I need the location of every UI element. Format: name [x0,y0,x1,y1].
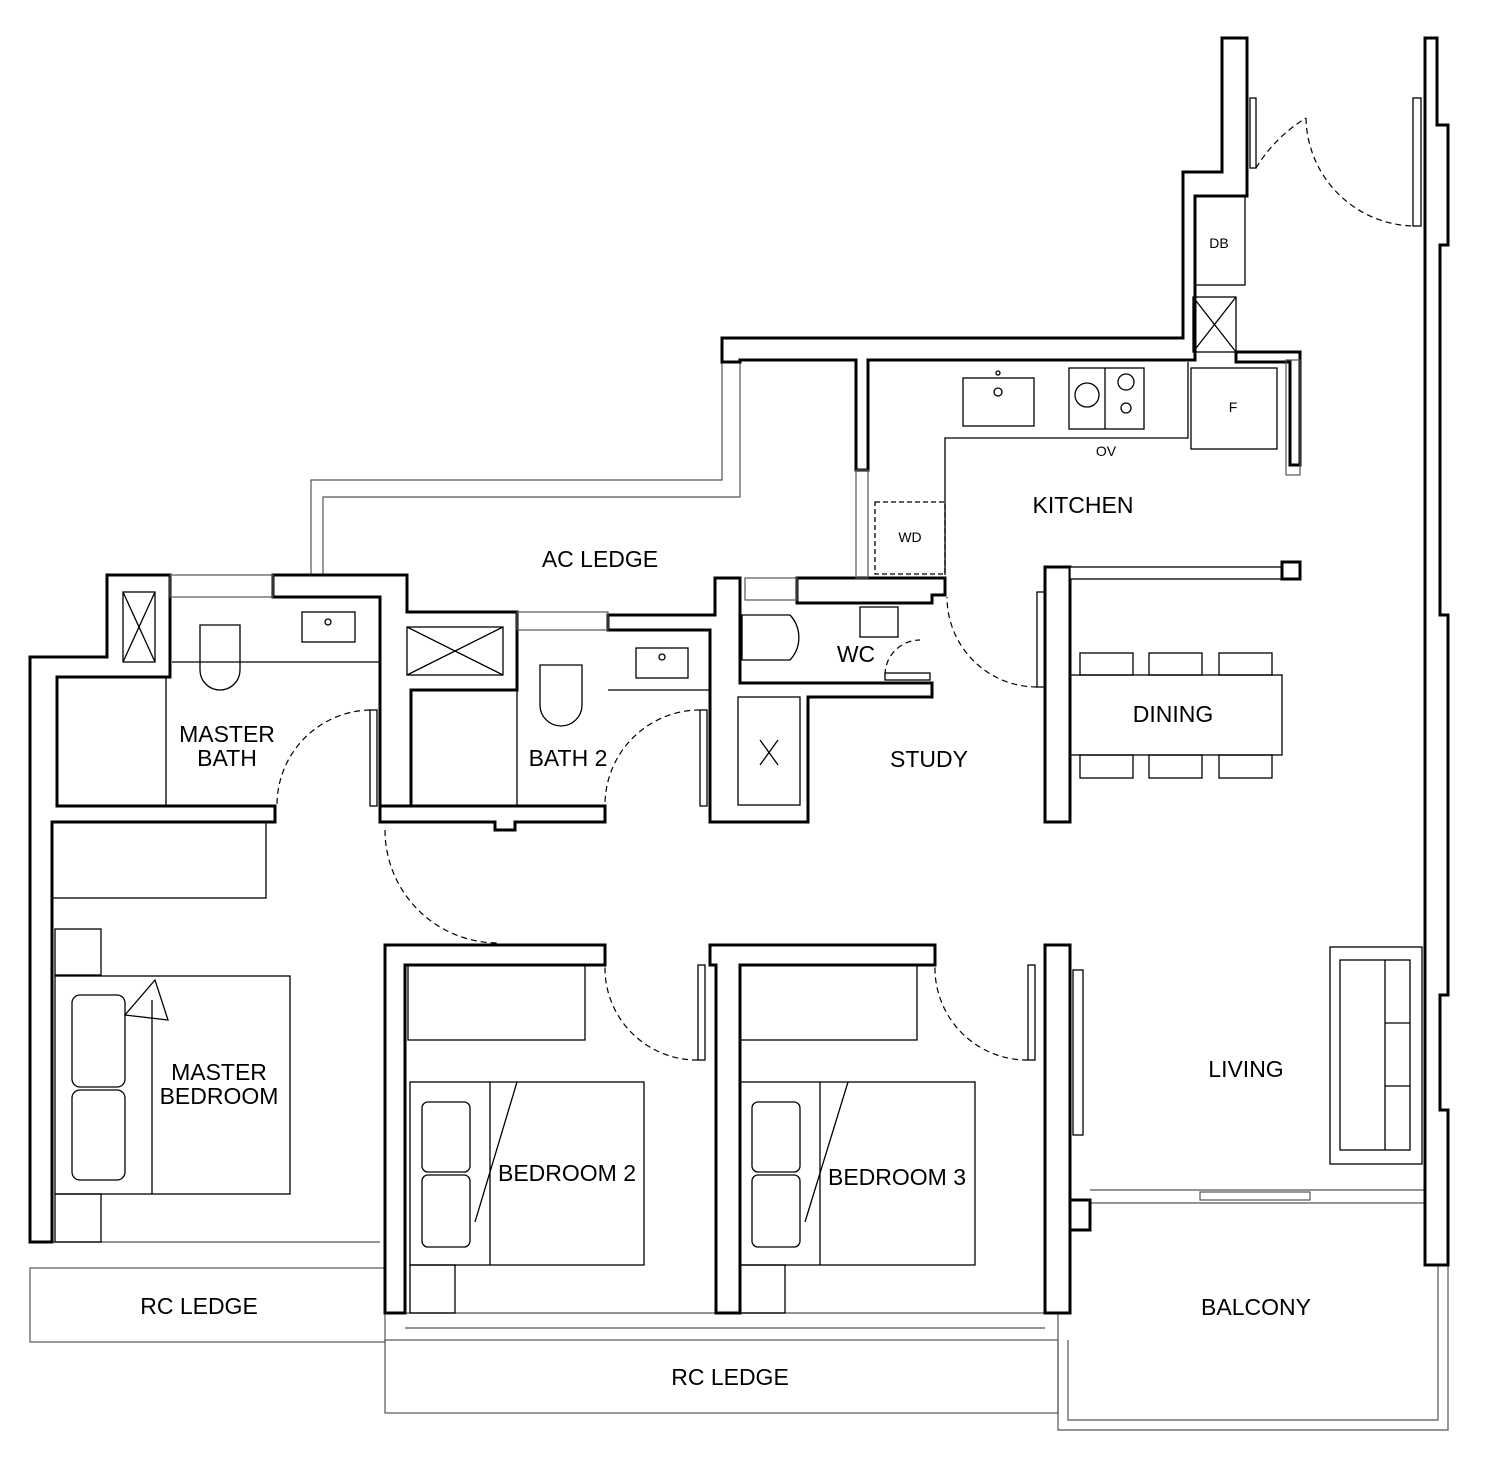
label-master-bath-line2: BATH [197,745,257,771]
label-kitchen: KITCHEN [1033,492,1134,518]
label-bedroom2: BEDROOM 2 [498,1160,636,1186]
windows [169,359,1301,631]
wall-exterior-right [1423,36,1450,1267]
dining-set [1069,652,1283,779]
label-balcony: BALCONY [1201,1294,1311,1320]
label-fridge: F [1229,399,1238,415]
label-ac-ledge: AC LEDGE [542,546,658,572]
kitchen-counter [874,195,1278,575]
wall-dining [1043,565,1072,824]
wall-living-pillar [1068,1198,1092,1232]
wall-bedroom2 [383,943,607,1315]
label-wd: WD [898,529,921,545]
wall-wc-top [795,576,947,605]
label-ov: OV [1096,443,1117,459]
label-dining: DINING [1133,701,1214,727]
wall-master-left [28,573,277,1244]
balcony-outline [1057,1189,1449,1431]
wall-bath2-bottom [378,804,607,832]
label-study: STUDY [890,746,968,772]
label-bath2: BATH 2 [529,745,608,771]
db-box [1194,195,1246,286]
wall-entrance-kitchen-top [720,36,1249,472]
label-master-bedroom-line2: BEDROOM [160,1083,279,1109]
label-db: DB [1209,235,1228,251]
bedroom-furniture [51,821,976,1314]
wall-living-left [1043,943,1072,1315]
dining-window-frame [1069,566,1286,580]
label-rc-ledge-bottom: RC LEDGE [671,1364,789,1390]
ac-ledge-outline [310,362,741,575]
label-master-bath-line1: MASTER [179,721,275,747]
dining-window-end [1280,560,1302,581]
wall-master-bath-right [271,573,519,808]
walls [28,36,1450,1315]
wall-kitchen-right [1234,350,1302,467]
sofa [1329,946,1423,1165]
kitchen-sink [962,377,1035,427]
label-master-bedroom-line1: MASTER [171,1059,267,1085]
fridge [1190,367,1278,450]
doors [276,97,1422,1136]
bathroom-fixtures [122,591,899,806]
stove [1068,367,1145,430]
label-bedroom3: BEDROOM 3 [828,1164,966,1190]
label-rc-ledge-left: RC LEDGE [140,1293,258,1319]
shaft [1192,296,1237,353]
wall-bedroom3-left [708,943,937,1315]
label-wc: WC [837,641,875,667]
label-living: LIVING [1208,1056,1283,1082]
wd-space [874,501,946,575]
